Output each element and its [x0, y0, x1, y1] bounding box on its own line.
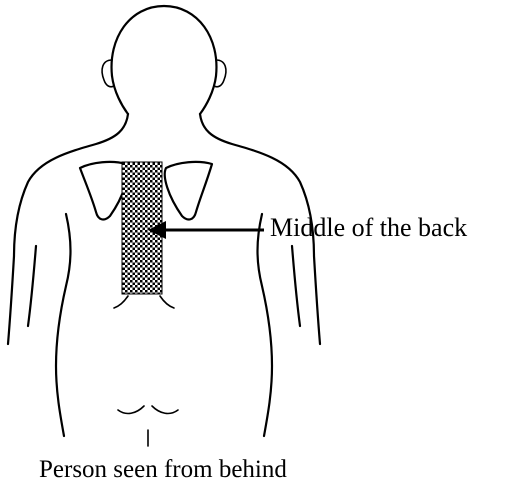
left-inner-arm	[28, 246, 36, 326]
figure-caption: Person seen from behind	[39, 457, 287, 482]
left-torso-side	[56, 214, 71, 436]
head-left-side	[112, 76, 128, 114]
left-lower-back-mark	[114, 296, 128, 308]
right-torso-side	[258, 214, 273, 436]
left-shoulder-blade	[80, 162, 127, 220]
left-hip-mark	[118, 406, 144, 413]
callout-label: Middle of the back	[270, 215, 467, 241]
right-hip-mark	[152, 406, 178, 413]
right-lower-back-mark	[160, 296, 174, 308]
right-shoulder-blade	[165, 162, 212, 220]
right-inner-arm	[292, 246, 300, 326]
head-outline	[112, 6, 217, 114]
